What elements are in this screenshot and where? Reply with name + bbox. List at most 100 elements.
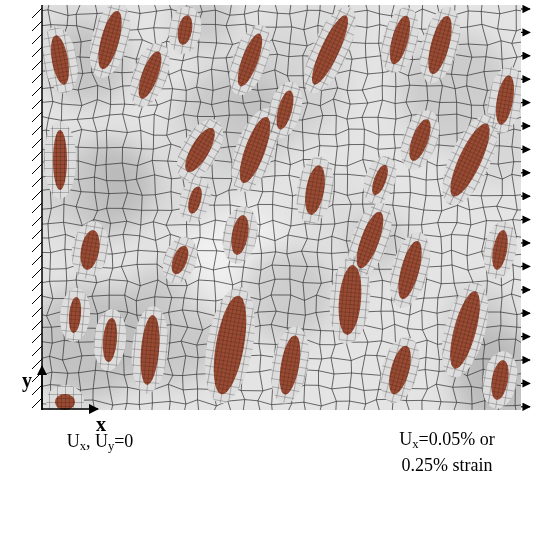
refined-grid (326, 254, 374, 345)
displacement-arrow (521, 359, 530, 360)
fixed-hatch (32, 216, 42, 226)
fixed-hatch (32, 99, 42, 109)
fixed-hatch (32, 359, 42, 369)
particle-grid (276, 334, 304, 396)
boundary-note: Ux, Uy=0 (15, 428, 185, 454)
particle (168, 244, 191, 277)
fixed-hatch (32, 60, 42, 70)
particle (176, 14, 195, 46)
refined-grid (266, 323, 315, 406)
particle-grid (208, 293, 253, 396)
fixed-hatch (32, 73, 42, 83)
fixed-hatch (32, 203, 42, 213)
refined-zone (479, 219, 521, 282)
refined-zone (91, 308, 128, 373)
coarse-mesh (42, 5, 521, 410)
refined-zone (157, 232, 203, 288)
fixed-hatch (32, 164, 42, 174)
axis-label: y (22, 366, 32, 395)
displacement-arrow (521, 149, 530, 150)
refined-zone (291, 153, 338, 226)
fixed-hatch (32, 255, 42, 265)
fixed-hatch (32, 47, 42, 57)
particle (444, 289, 486, 372)
particle (336, 264, 364, 336)
fixed-hatch (32, 320, 42, 330)
refined-mesh (42, 5, 521, 410)
particle-grid (168, 244, 191, 277)
refined-zone (374, 332, 426, 407)
refined-grid (374, 332, 426, 407)
refined-zone (221, 19, 278, 100)
particle (101, 317, 119, 362)
particle (233, 31, 267, 89)
particle-grid (443, 119, 497, 201)
particle (351, 209, 388, 272)
particle (490, 229, 511, 271)
particle (302, 164, 328, 216)
particle (180, 124, 221, 176)
refined-grid (218, 203, 262, 266)
refined-zone (413, 5, 468, 87)
displacement-arrow (521, 289, 530, 290)
refined-grid (393, 105, 446, 175)
particle (385, 344, 415, 397)
refined-zone (197, 283, 263, 407)
displacement-arrow (521, 196, 530, 197)
refined-grid (413, 5, 468, 87)
fixed-hatch (32, 385, 42, 395)
particle (443, 119, 497, 201)
particle-grid (138, 314, 162, 385)
refined-grid (478, 348, 521, 410)
fixed-hatch (32, 229, 42, 239)
fixed-hatch (32, 151, 42, 161)
fixed-hatch (32, 125, 42, 135)
loading-note: Ux=0.05% or 0.25% strain (382, 426, 512, 478)
particle-grid (78, 229, 103, 272)
particle-grid (351, 209, 388, 272)
particle (273, 89, 297, 131)
particle-grid (394, 239, 427, 302)
refined-grid (383, 228, 438, 313)
particle-grid (273, 89, 297, 131)
refined-zone (83, 5, 138, 82)
refined-zone (294, 5, 366, 100)
displacement-arrow (521, 55, 530, 56)
refined-grid (291, 153, 338, 226)
refined-grid (175, 174, 216, 226)
refined-zone (383, 228, 438, 313)
particle-mesh (48, 9, 517, 410)
refined-grid (46, 385, 84, 410)
particle-grid (176, 14, 195, 46)
particle-grid (48, 34, 72, 86)
fixed-hatch (32, 281, 42, 291)
mesh-lines (42, 5, 521, 410)
fixed-hatch (32, 294, 42, 304)
particle (48, 34, 72, 86)
particle-grid (386, 14, 414, 66)
refined-zone (122, 37, 177, 113)
particle-grid (490, 229, 511, 271)
fixed-hatch (32, 8, 42, 18)
particle-grid (186, 185, 205, 215)
fixed-hatch (32, 398, 42, 408)
particle-grid (55, 394, 75, 410)
fixed-hatch (32, 372, 42, 382)
x-axis (41, 408, 98, 410)
particle-grid (101, 317, 119, 362)
refined-zone (375, 5, 425, 77)
fixed-hatch (32, 307, 42, 317)
refined-zone (44, 121, 76, 199)
refined-zone (67, 218, 113, 281)
particle-grid (233, 31, 267, 89)
particle (134, 49, 166, 101)
refined-grid (67, 218, 113, 281)
refined-zone (357, 151, 402, 208)
refined-grid (375, 5, 425, 77)
boundary-conditions (32, 5, 530, 410)
particle-grid (302, 164, 328, 216)
refined-grid (479, 219, 521, 282)
displacement-arrow (521, 172, 530, 173)
refined-grid (42, 24, 83, 97)
refined-zone (266, 323, 315, 406)
